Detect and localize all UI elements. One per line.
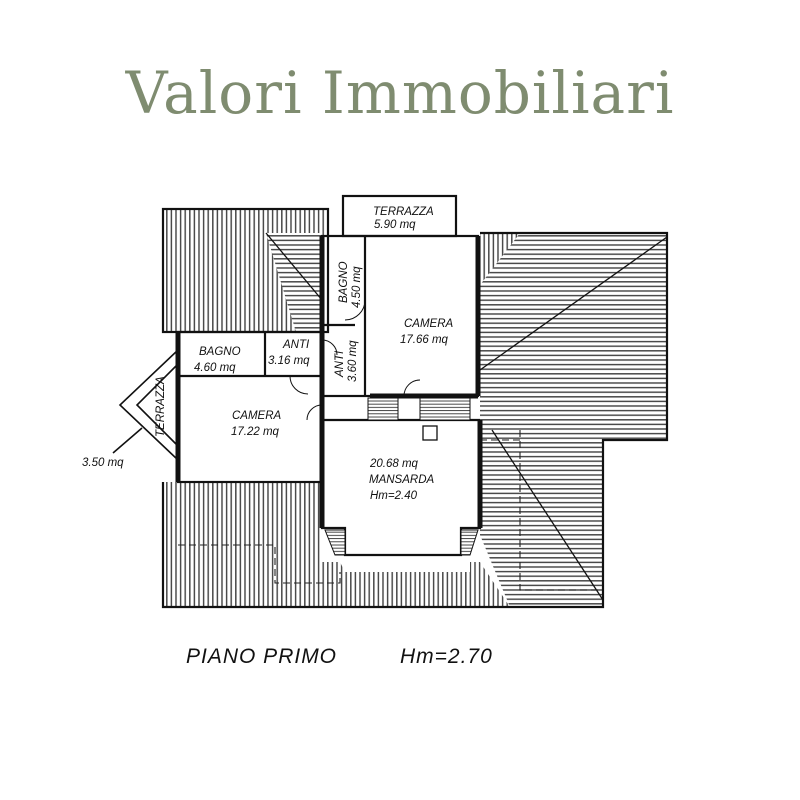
left-terrace	[112, 349, 179, 461]
stairs	[324, 397, 479, 556]
label-camera-right-area: 17.66 mq	[400, 334, 449, 346]
label-camera-left-area: 17.22 mq	[231, 426, 280, 438]
door-arcs	[289, 299, 421, 421]
eave-dashed-lines	[178, 430, 603, 591]
label-mansarda-area: 20.68 mq	[369, 458, 419, 470]
room-labels: TERRAZZA 5.90 mq BAGNO 4.50 mq CAMERA 17…	[82, 206, 454, 502]
roof-areas	[163, 209, 668, 607]
floor-name: PIANO PRIMO	[186, 645, 337, 668]
label-terrazza-top-area: 5.90 mq	[374, 219, 416, 231]
label-bagno-top-name: BAGNO	[338, 261, 350, 303]
label-bagno-left-area: 4.60 mq	[194, 362, 236, 374]
label-anti-left-area: 3.16 mq	[268, 355, 310, 367]
label-anti-left-name: ANTI	[282, 339, 310, 351]
label-camera-left-name: CAMERA	[232, 410, 282, 422]
label-terrazza-left-name: TERRAZZA	[155, 376, 167, 437]
thick-walls	[175, 236, 483, 528]
label-terrazza-top-name: TERRAZZA	[373, 206, 434, 218]
label-mansarda-name: MANSARDA	[369, 474, 435, 486]
walls	[161, 194, 669, 609]
brand-logo: Valori Immobiliari	[125, 59, 675, 127]
label-bagno-left-name: BAGNO	[199, 346, 241, 358]
label-anti-small-area: 3.60 mq	[347, 340, 359, 382]
label-mansarda-height: Hm=2.40	[370, 490, 418, 502]
label-camera-right-name: CAMERA	[404, 318, 454, 330]
label-terrazza-left-area: 3.50 mq	[82, 457, 124, 469]
label-anti-small-name: ANTI	[334, 350, 346, 378]
floor-height: Hm=2.70	[400, 645, 493, 668]
label-bagno-top-area: 4.50 mq	[351, 266, 363, 308]
